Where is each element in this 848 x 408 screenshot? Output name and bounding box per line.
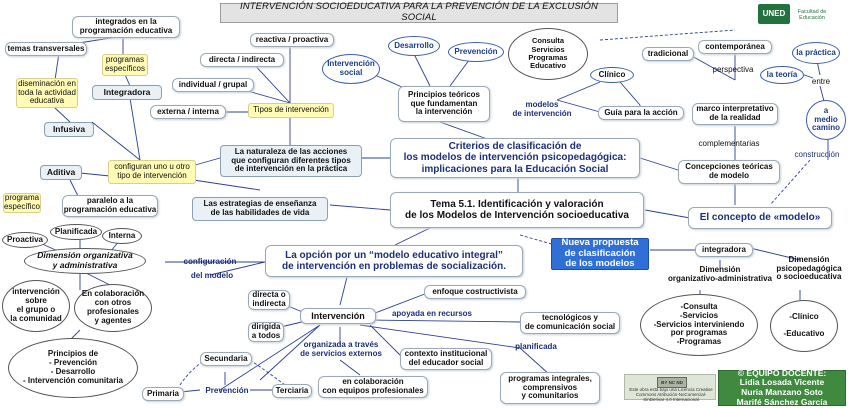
- license-text: Este obra está bajo una Licencia Creativ…: [629, 387, 713, 403]
- label-perspectiva: perspectiva: [712, 64, 754, 74]
- node-tema: Tema 5.1. Identificación y valoración de…: [390, 192, 644, 228]
- node-secundaria: Secundaria: [200, 352, 252, 366]
- faculty-label: Facultad de Educación: [797, 8, 827, 21]
- node-dim-organizativo: Dimensión organizativo-administrativa: [667, 265, 773, 283]
- node-terciaria: Terciaria: [272, 384, 312, 398]
- node-concepciones: Concepciones teóricas de modelo: [678, 160, 780, 184]
- node-proactiva: Proactiva: [2, 232, 48, 248]
- page-title: INTERVENCIÓN SOCIOEDUCATIVA PARA LA PREV…: [220, 2, 618, 23]
- cc-badge: BY NC ND: [657, 377, 687, 388]
- label-apoyada: apoyada en recursos: [391, 308, 473, 318]
- node-directa: directa / indirecta: [200, 53, 284, 67]
- node-guia: Guía para la acción: [598, 106, 684, 120]
- label-complementarias: complementarias: [698, 138, 760, 148]
- node-configuran: configuran uno u otro tipo de intervenci…: [108, 160, 196, 184]
- credits: © EQUIPO DOCENTE: Lidia Losada Vicente N…: [718, 368, 846, 406]
- node-diseminacion: diseminación en toda la actividad educat…: [16, 78, 78, 108]
- node-programas-integrales: programas integrales, comprensivos y com…: [500, 372, 600, 404]
- node-clinico-oval: Clínico: [590, 67, 634, 83]
- node-practica: la práctica: [792, 42, 840, 64]
- node-tecnologicos: tecnológicos y de comunicación social: [520, 312, 620, 334]
- node-principios-teoricos: Principios teóricos que fundamentan la i…: [398, 86, 490, 122]
- node-tipos: Tipos de intervención: [248, 103, 334, 118]
- node-integrados: integrados en la programación educativa: [72, 16, 180, 38]
- node-colaboracion-1: En colaboración con otros profesionales …: [74, 284, 152, 332]
- node-prevencion-oval: Prevención: [448, 42, 504, 62]
- uned-logo: UNED: [758, 4, 790, 24]
- node-estrategias: Las estrategias de enseñanza de las habi…: [192, 197, 328, 221]
- label-planificada: planificada: [515, 341, 557, 351]
- node-integradora: Integradora: [92, 85, 162, 100]
- node-clinico-list: -Clínico -Educativo: [770, 300, 838, 352]
- node-reactiva: reactiva / proactiva: [250, 33, 334, 47]
- node-infusiva: Infusiva: [44, 122, 94, 137]
- label-modelos-intervencion: modelos de intervención: [512, 100, 572, 118]
- node-contemporanea: contemporánea: [698, 40, 772, 54]
- node-consulta-list: -Consulta -Servicios -Servicios intervin…: [640, 294, 758, 356]
- node-colaboracion-2: en colaboración con equipos profesionale…: [318, 376, 428, 398]
- node-directa-indirecta: directa o indirecta: [248, 290, 290, 310]
- label-construccion: construcción: [794, 150, 840, 160]
- license-notice: Este obra está bajo una Licencia Creativ…: [624, 374, 716, 403]
- node-criterios: Criterios de clasificación de los modelo…: [390, 138, 640, 178]
- node-medio-camino: a medio camino: [806, 100, 846, 140]
- node-planificada: Planificada: [50, 224, 102, 240]
- label-entre: entre: [811, 76, 831, 86]
- node-tradicional: tradicional: [642, 47, 694, 61]
- node-enfoque: enfoque costructivista: [424, 285, 526, 299]
- node-consulta-oval: Consulta Servicios Programas Educativo: [508, 28, 588, 80]
- node-principios-prevencion: Principios de - Prevención - Desarrollo …: [8, 338, 138, 398]
- node-programas-especificos: programas específicos: [102, 54, 148, 76]
- node-contexto: contexto institucional del educador soci…: [400, 348, 492, 370]
- node-naturaleza: La naturaleza de las acciones que config…: [220, 145, 362, 177]
- node-dirigida: dirigida a todos: [248, 322, 284, 342]
- node-aditiva: Aditiva: [40, 165, 82, 180]
- node-desarrollo: Desarrollo: [388, 36, 440, 56]
- node-programa-especifico: programa específico: [3, 193, 41, 213]
- label-configuracion: configuración: [183, 256, 237, 266]
- label-prevencion: Prevención: [205, 385, 249, 395]
- node-concepto-modelo: El concepto de «modelo»: [688, 207, 832, 229]
- node-individual: individual / grupal: [172, 78, 254, 92]
- node-marco: marco interpretativo de la realidad: [692, 103, 778, 125]
- node-opcion: La opción por un “modelo educativo integ…: [265, 245, 523, 277]
- node-paralelo: paralelo a la programación educativa: [62, 195, 158, 217]
- node-intervencion: Intervención: [300, 308, 376, 324]
- node-externa: externa / interna: [150, 105, 226, 119]
- node-intervencion-social: Intervención social: [322, 54, 380, 84]
- label-organizada: organizada a través de servicios externo…: [300, 340, 382, 358]
- node-nueva-propuesta: Nueva propuesta de clasificación de los …: [551, 237, 649, 270]
- node-primaria: Primaria: [142, 387, 184, 401]
- node-interna: Interna: [102, 228, 142, 244]
- node-dim-organizativa: Dimensión organizativa y administrativa: [24, 248, 146, 274]
- node-transversales: temas transversales: [5, 42, 87, 56]
- node-dim-psicopedagogica: Dimensión psicopedagógica o socioeducati…: [776, 254, 842, 282]
- node-teoria: la teoría: [760, 66, 804, 84]
- label-del-modelo: del modelo: [190, 270, 234, 280]
- node-intervencion-sobre: intervención sobre el grupo o la comunid…: [2, 280, 70, 332]
- node-integradora-2: integradora: [695, 243, 753, 257]
